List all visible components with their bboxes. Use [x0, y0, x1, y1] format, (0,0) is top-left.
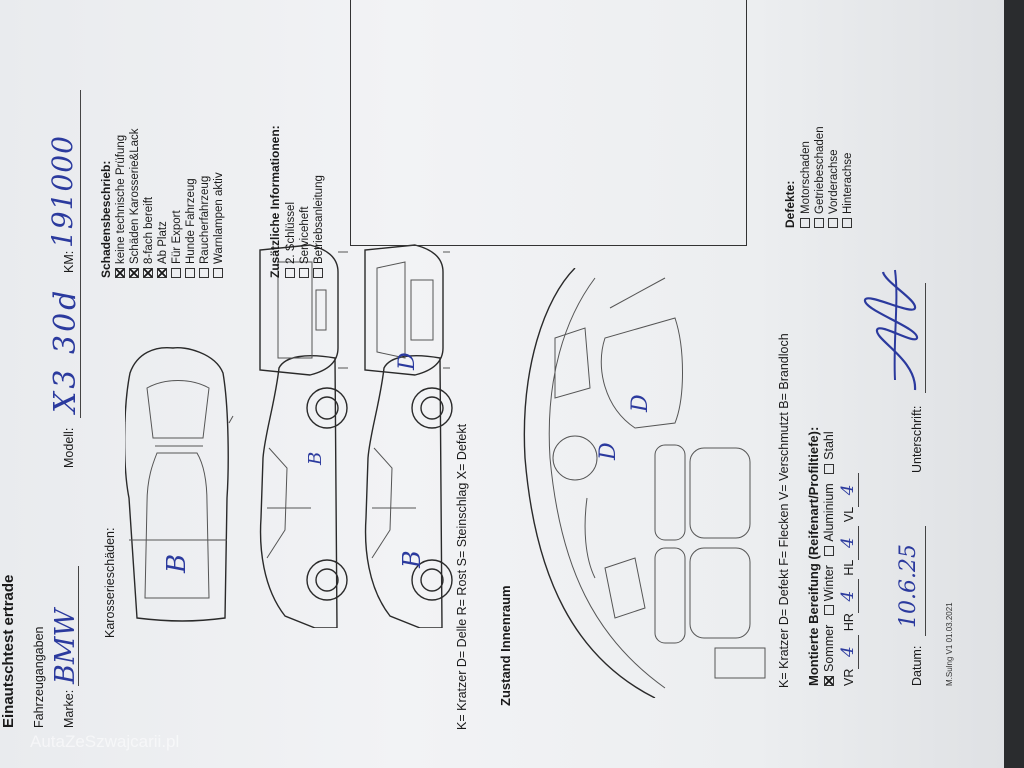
- checkbox-raucher[interactable]: [199, 268, 209, 278]
- checkbox-karosserie[interactable]: [129, 268, 139, 278]
- interior-title: Zustand Innenraum: [498, 585, 513, 706]
- car-damage-diagram: [125, 346, 453, 628]
- tires-title: Montierte Bereifung (Reifenart/Profiltie…: [806, 426, 821, 686]
- check-ab-platz[interactable]: Ab Platz: [156, 128, 170, 278]
- car-front-view: [364, 244, 450, 376]
- datum-line: [925, 526, 926, 636]
- checkbox-stahl[interactable]: [824, 463, 834, 474]
- checkbox-ab-platz[interactable]: [157, 268, 167, 278]
- tire-type-aluminium[interactable]: Aluminium: [822, 483, 836, 556]
- check-raucher[interactable]: Raucherfahrzeug: [198, 128, 212, 278]
- checkbox-aluminium[interactable]: [824, 545, 834, 556]
- check-keine-pruefung[interactable]: keine technische Prüfung: [114, 128, 128, 278]
- tire-vr-value: 4: [838, 634, 859, 669]
- marke-line: [78, 566, 79, 686]
- defekte-title: Defekte:: [783, 180, 797, 228]
- km-label: KM:: [62, 250, 76, 273]
- photo-box: [350, 0, 747, 246]
- check-betriebsanleitung[interactable]: Betriebsanleitung: [312, 175, 326, 278]
- car-top-view: [125, 346, 234, 622]
- tire-type-row: Sommer Winter Aluminium Stahl: [822, 431, 836, 686]
- check-vorderachse[interactable]: Vorderachse: [827, 126, 841, 228]
- form-title: Einautschtest ertrade: [0, 574, 17, 728]
- checkbox-warnlampen[interactable]: [213, 268, 223, 278]
- tire-hl-value: 4: [838, 525, 859, 560]
- check-warnlampen[interactable]: Warnlampen aktiv: [212, 128, 226, 278]
- km-line: [80, 90, 81, 250]
- checkbox-getriebeschaden[interactable]: [814, 218, 824, 228]
- datum-value: 10.6.25: [896, 544, 921, 628]
- check-karosserie[interactable]: Schäden Karosserie&Lack: [128, 128, 142, 278]
- checkbox-export[interactable]: [171, 268, 181, 278]
- interior-legend: K= Kratzer D= Defekt F= Flecken V= Versc…: [777, 333, 791, 688]
- tire-vl-value: 4: [838, 472, 859, 507]
- checkbox-serviceheft[interactable]: [299, 268, 309, 278]
- zusatz-list: 2. Schlüssel Serviceheft Betriebsanleitu…: [284, 175, 326, 278]
- checkbox-schluessel[interactable]: [285, 268, 295, 278]
- car-rear-view: [259, 244, 348, 376]
- checkbox-motorschaden[interactable]: [800, 218, 810, 228]
- tire-type-winter[interactable]: Winter: [822, 565, 836, 616]
- car-side-view-lower: [364, 355, 453, 628]
- check-export[interactable]: Für Export: [170, 128, 184, 278]
- schadensbeschrieb-title: Schadensbeschrieb:: [99, 160, 113, 278]
- marke-value: BMW: [50, 608, 81, 684]
- check-schluessel[interactable]: 2. Schlüssel: [284, 175, 298, 278]
- car-mark-side-lower: B: [398, 550, 426, 568]
- checkbox-vorderachse[interactable]: [828, 218, 838, 228]
- karosserie-label: Karosserieschäden:: [103, 527, 117, 638]
- tire-type-sommer[interactable]: Sommer: [822, 625, 836, 686]
- footer-code: M.Sulng V1 01.03.2021: [945, 602, 954, 686]
- check-getriebeschaden[interactable]: Getriebeschaden: [813, 126, 827, 228]
- watermark-text: AutaZeSzwajcarii.pl: [30, 732, 180, 751]
- car-side-view-upper: [259, 355, 348, 628]
- modell-label: Modell:: [62, 427, 76, 468]
- signature-image: [863, 269, 919, 391]
- checkbox-hinterachse[interactable]: [842, 218, 852, 228]
- unterschrift-label: Unterschrift:: [910, 405, 924, 473]
- fahrzeugangaben-label: Fahrzeugangaben: [32, 626, 46, 728]
- car-mark-front: D: [395, 352, 420, 370]
- zusatz-title: Zusätzliche Informationen:: [268, 125, 282, 278]
- car-mark-side-upper: B: [305, 451, 326, 465]
- checkbox-sommer[interactable]: [824, 676, 834, 686]
- check-8fach[interactable]: 8-fach bereift: [142, 128, 156, 278]
- datum-label: Datum:: [910, 645, 924, 686]
- checkbox-winter[interactable]: [824, 605, 834, 616]
- check-hunde[interactable]: Hunde Fahrzeug: [184, 128, 198, 278]
- car-front-rear-diagram: [259, 244, 450, 376]
- checkbox-hunde[interactable]: [185, 268, 195, 278]
- defekte-list: Motorschaden Getriebeschaden Vorderachse…: [799, 126, 855, 228]
- tire-depth-row: VR4 HR4 HL4 VL4: [838, 472, 859, 686]
- interior-diagram: [523, 268, 766, 698]
- car-mark-top: B: [162, 553, 192, 573]
- tire-hr-value: 4: [838, 579, 859, 614]
- interior-mark-2: D: [628, 394, 653, 412]
- check-motorschaden[interactable]: Motorschaden: [799, 126, 813, 228]
- checkbox-keine-pruefung[interactable]: [115, 268, 125, 278]
- schadensbeschrieb-list: keine technische Prüfung Schäden Karosse…: [114, 128, 226, 278]
- check-hinterachse[interactable]: Hinterachse: [841, 126, 855, 228]
- modell-line: [80, 228, 81, 418]
- checkbox-8fach[interactable]: [143, 268, 153, 278]
- check-serviceheft[interactable]: Serviceheft: [298, 175, 312, 278]
- marke-label: Marke:: [62, 689, 76, 728]
- interior-mark-1: D: [596, 442, 621, 460]
- schaden-legend: K= Kratzer D= Delle R= Rost S= Steinschl…: [455, 423, 469, 730]
- modell-value: X3 30d: [48, 287, 83, 413]
- checkbox-betriebsanleitung[interactable]: [313, 268, 323, 278]
- km-value: 191000: [46, 135, 79, 248]
- tire-type-stahl[interactable]: Stahl: [822, 431, 836, 474]
